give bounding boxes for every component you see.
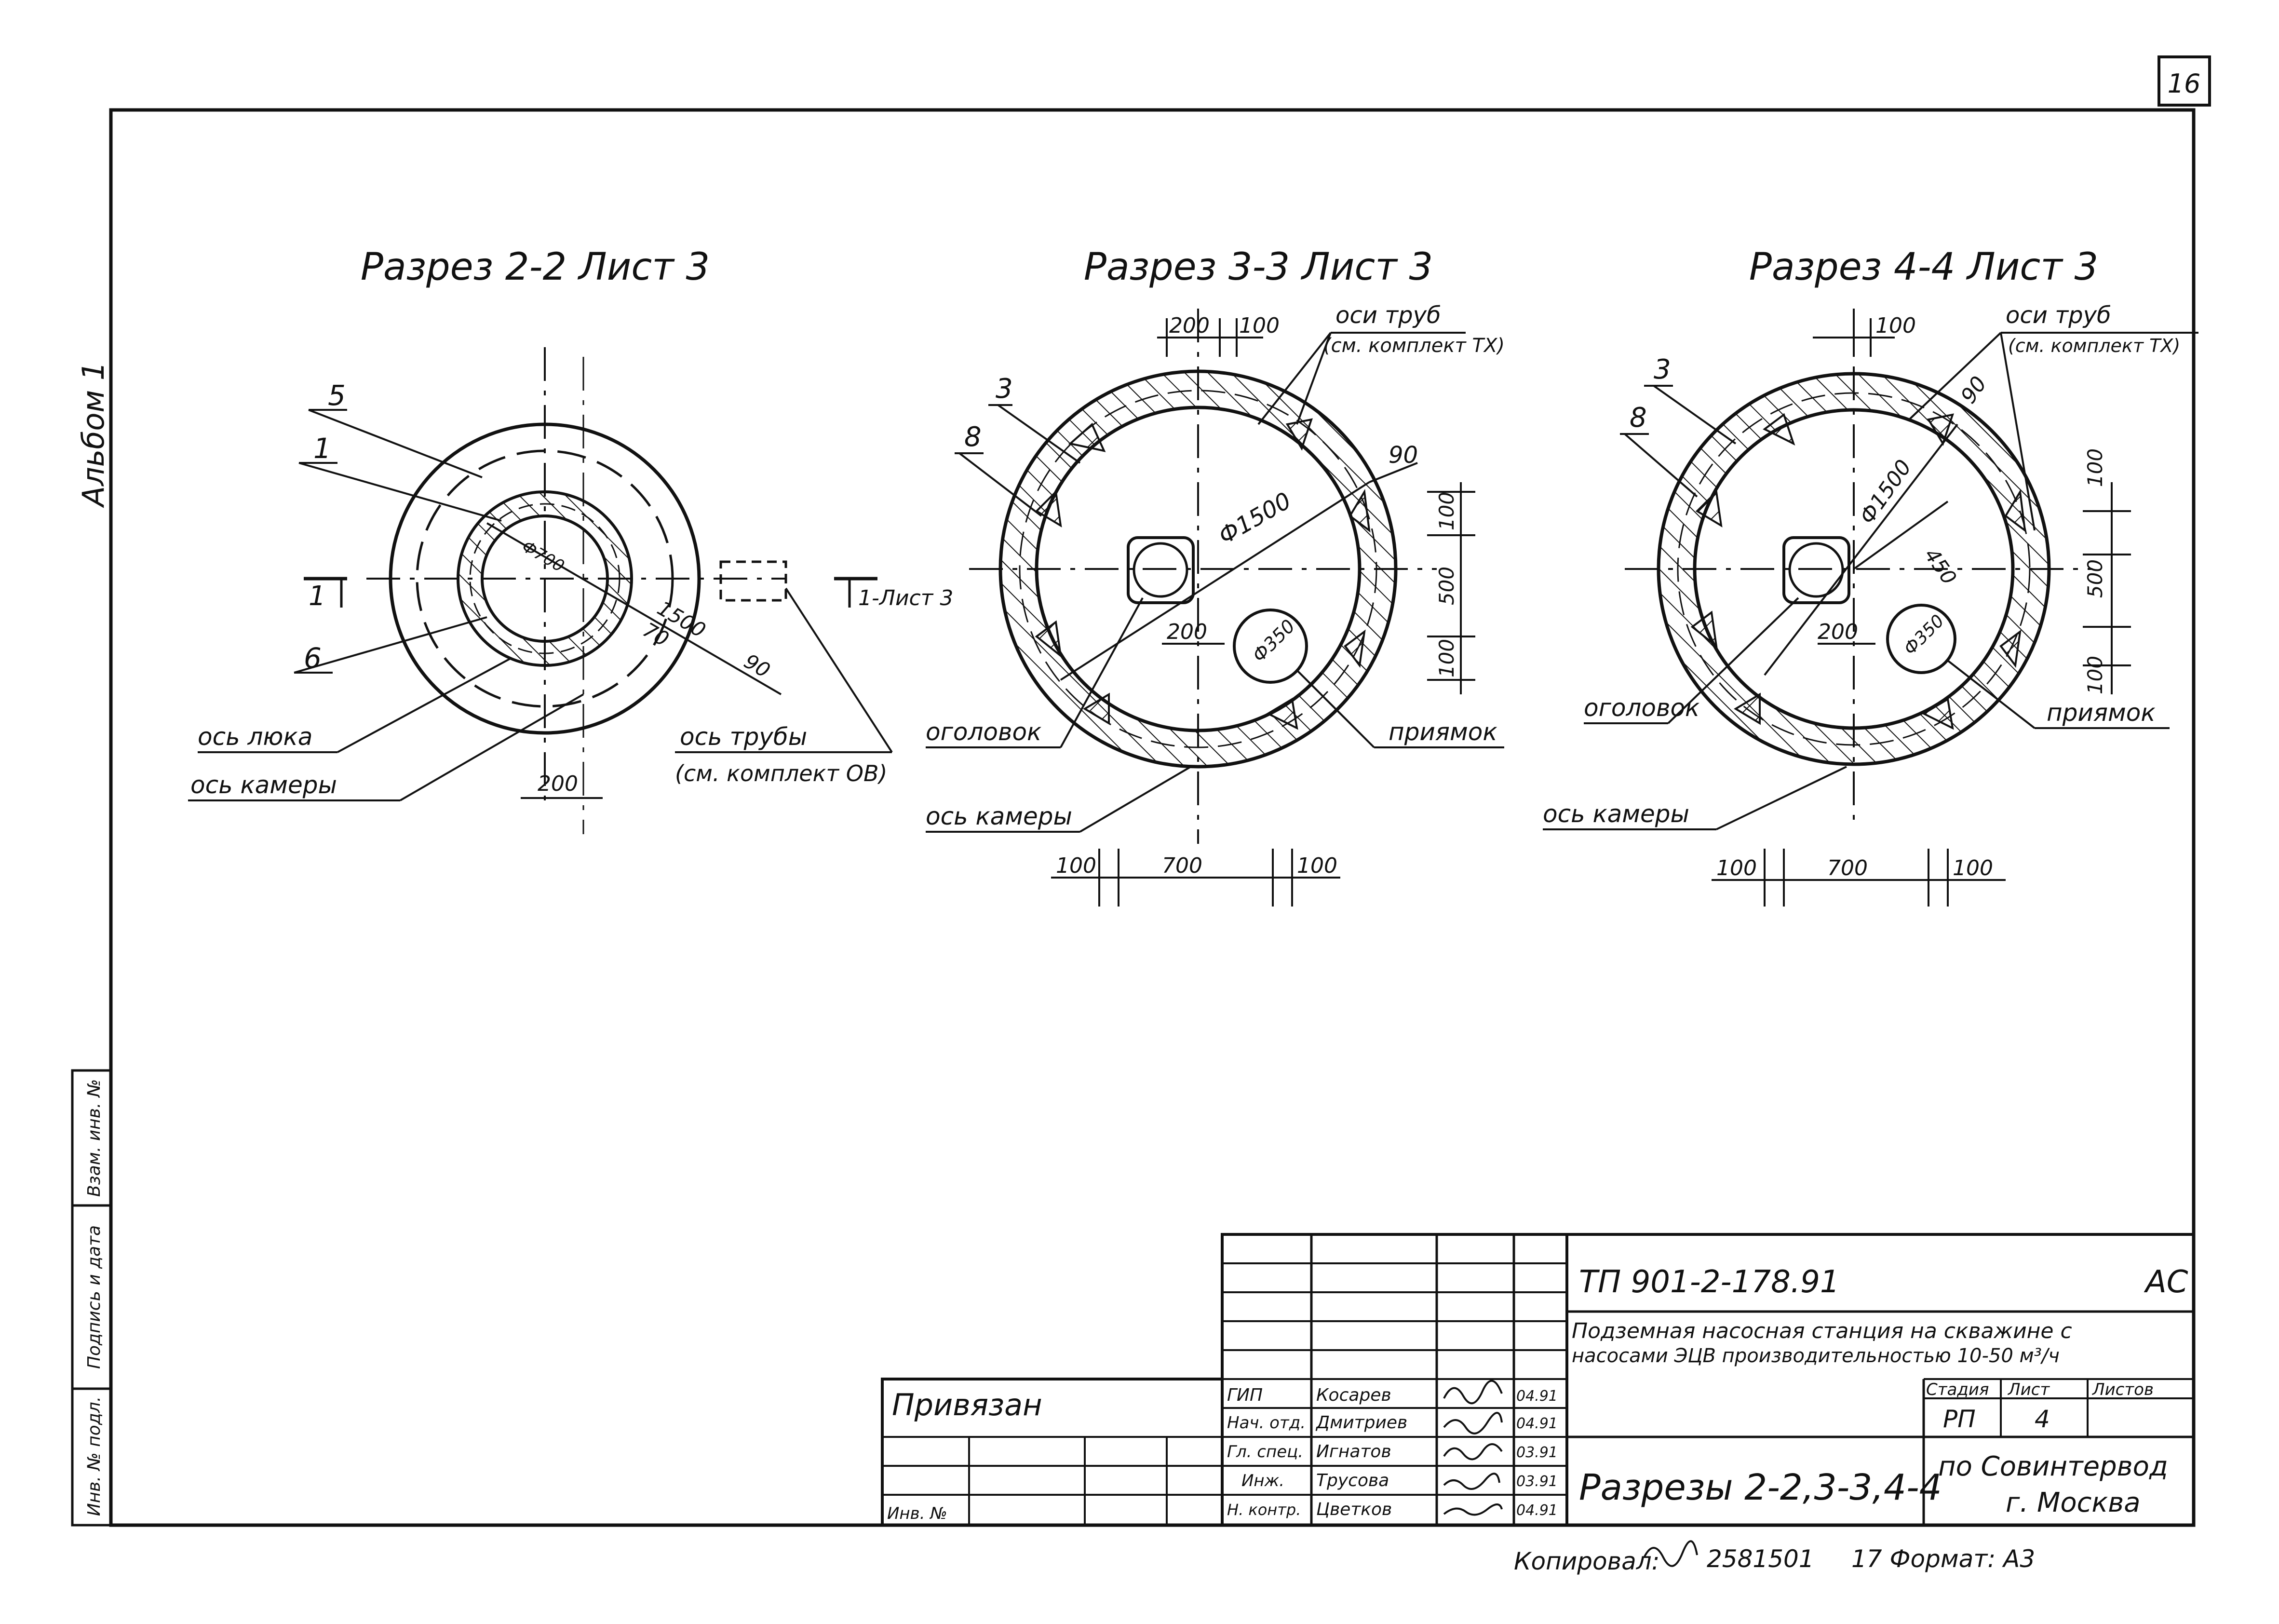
inv-label: Инв. № <box>887 1504 947 1523</box>
role-chief-spec: Гл. спец. <box>1227 1442 1303 1462</box>
dim-100-top-3-3: 100 <box>1239 313 1280 338</box>
footer-copied-num: 2581501 <box>1707 1545 1814 1573</box>
bound-label: Привязан <box>892 1387 1042 1422</box>
dim-90-3-3: 90 <box>1389 442 1418 469</box>
sheet-title: Разрезы 2-2,3-3,4-4 <box>1579 1467 1942 1508</box>
leader-1: 1 <box>313 432 331 465</box>
name-head-dept: Дмитриев <box>1315 1413 1407 1433</box>
leader-6: 6 <box>304 642 322 675</box>
col-sheets: Листов <box>2091 1380 2154 1399</box>
section-2-2: Разрез 2-2 Лист 3 Ф700 1500 70 90 5 1 6 <box>188 245 953 834</box>
stamp-inv-orig: Инв. № подл. <box>84 1396 104 1516</box>
copier-signature <box>1643 1540 1698 1567</box>
label-hatch-axis: ось люка <box>198 723 312 751</box>
label-pipes-kit-3-3: (см. комплект ТХ) <box>1323 335 1505 357</box>
label-pipes-axes-4-4: оси труб <box>2006 302 2111 329</box>
doc-mark: АС <box>2144 1264 2188 1300</box>
section-4-4: Разрез 4-4 Лист 3 Ф350 Ф1500 90 450 <box>1543 245 2198 907</box>
pit-3-3 <box>1233 609 1308 684</box>
role-head-dept: Нач. отд. <box>1227 1413 1306 1433</box>
col-sheet: Лист <box>2007 1380 2050 1399</box>
dim-v100a-4-4: 100 <box>2083 448 2107 487</box>
dim-b100a-4-4: 100 <box>1716 856 1757 880</box>
section-2-2-title: Разрез 2-2 Лист 3 <box>361 245 710 289</box>
role-norm-control: Н. контр. <box>1227 1501 1301 1519</box>
dim-100-top-4-4: 100 <box>1875 313 1916 338</box>
dim-b700-4-4: 700 <box>1827 856 1868 880</box>
dim-v100a-3-3: 100 <box>1435 492 1458 530</box>
radius-dim-line <box>486 522 782 695</box>
name-engineer: Трусова <box>1316 1471 1389 1490</box>
date-gip: 04.91 <box>1516 1388 1558 1405</box>
leader-3-4-4: 3 <box>1654 354 1671 385</box>
well-head-3-3 <box>1127 536 1195 604</box>
description-line-1: Подземная насосная станция на скважине с <box>1572 1319 2072 1343</box>
dim-v100b-4-4: 100 <box>2083 656 2107 694</box>
sheet-value: 4 <box>2035 1405 2050 1433</box>
pit-4-4 <box>1886 604 1956 674</box>
label-pipes-kit-4-4: (см. комплект ТХ) <box>2008 335 2180 356</box>
footer-format: 17 Формат: А3 <box>1851 1545 2035 1573</box>
org-line-2: г. Москва <box>2006 1487 2141 1518</box>
name-norm-control: Цветков <box>1316 1500 1392 1519</box>
pipe-outline <box>719 560 787 602</box>
date-norm-control: 04.91 <box>1516 1502 1558 1519</box>
dim-v100b-3-3: 100 <box>1435 639 1458 677</box>
dim-v500-4-4: 500 <box>2083 559 2107 598</box>
label-pit-4-4: приямок <box>2047 699 2156 727</box>
dim-200-2-2: 200 <box>538 771 578 796</box>
section-3-3-title: Разрез 3-3 Лист 3 <box>1084 245 1433 289</box>
date-head-dept: 04.91 <box>1516 1415 1558 1432</box>
date-engineer: 03.91 <box>1516 1473 1558 1490</box>
signatures <box>1443 1380 1503 1516</box>
role-gip: ГИП <box>1227 1385 1263 1405</box>
leader-3-3-3: 3 <box>996 373 1013 405</box>
role-engineer: Инж. <box>1241 1471 1284 1490</box>
doc-code: ТП 901-2-178.91 <box>1579 1264 1840 1300</box>
dim-200-top-3-3: 200 <box>1169 313 1210 338</box>
leader-5: 5 <box>328 379 346 412</box>
dim-b100b-4-4: 100 <box>1953 856 1993 880</box>
label-pipe-axis-2: (см. комплект ОВ) <box>675 760 888 786</box>
footer-copied: Копировал: <box>1514 1547 1660 1575</box>
label-chamber-axis-3-3: ось камеры <box>926 802 1072 830</box>
dim-b700-3-3: 700 <box>1162 853 1202 878</box>
cut-mark-right: 1-Лист 3 <box>858 586 953 610</box>
dim-90: 90 <box>740 649 774 682</box>
label-head-3-3: оголовок <box>926 718 1041 746</box>
sheet-number: 16 <box>2168 68 2201 99</box>
dim-200-mid-4-4: 200 <box>1818 620 1858 644</box>
description-line-2: насосами ЭЦВ производительностью 10-50 м… <box>1572 1345 2060 1367</box>
label-pit-3-3: приямок <box>1389 718 1497 746</box>
stage-value: РП <box>1943 1405 1976 1433</box>
stamp-replaced-inv: Взам. инв. № <box>84 1079 104 1197</box>
well-head-4-4 <box>1782 536 1850 604</box>
dim-200-mid-3-3: 200 <box>1167 620 1207 644</box>
name-gip: Косарев <box>1316 1385 1391 1405</box>
label-chamber-axis-2-2: ось камеры <box>190 771 337 799</box>
org-line-1: по Совинтервод <box>1938 1451 2168 1482</box>
date-chief-spec: 03.91 <box>1516 1444 1558 1461</box>
stamp-sign-date: Подпись и дата <box>84 1225 104 1369</box>
dim-b100a-3-3: 100 <box>1056 853 1096 878</box>
album-label: Альбом 1 <box>76 362 111 509</box>
dim-v500-3-3: 500 <box>1435 567 1458 605</box>
section-3-3: Разрез 3-3 Лист 3 Ф350 Ф1500 90 <box>926 245 1505 907</box>
label-pipes-axes-3-3: оси труб <box>1335 302 1441 329</box>
label-head-4-4: оголовок <box>1584 694 1699 722</box>
col-stage: Стадия <box>1926 1380 1989 1399</box>
leader-8-4-4: 8 <box>1630 402 1647 433</box>
cut-mark-left: 1 <box>309 581 326 612</box>
label-pipe-axis-1: ось трубы <box>680 723 807 751</box>
name-chief-spec: Игнатов <box>1316 1442 1391 1462</box>
dim-b100b-3-3: 100 <box>1297 853 1337 878</box>
section-4-4-title: Разрез 4-4 Лист 3 <box>1749 245 2098 289</box>
title-block <box>881 1233 2195 1527</box>
leader-8-3-3: 8 <box>964 421 982 453</box>
label-chamber-axis-4-4: ось камеры <box>1543 800 1689 828</box>
